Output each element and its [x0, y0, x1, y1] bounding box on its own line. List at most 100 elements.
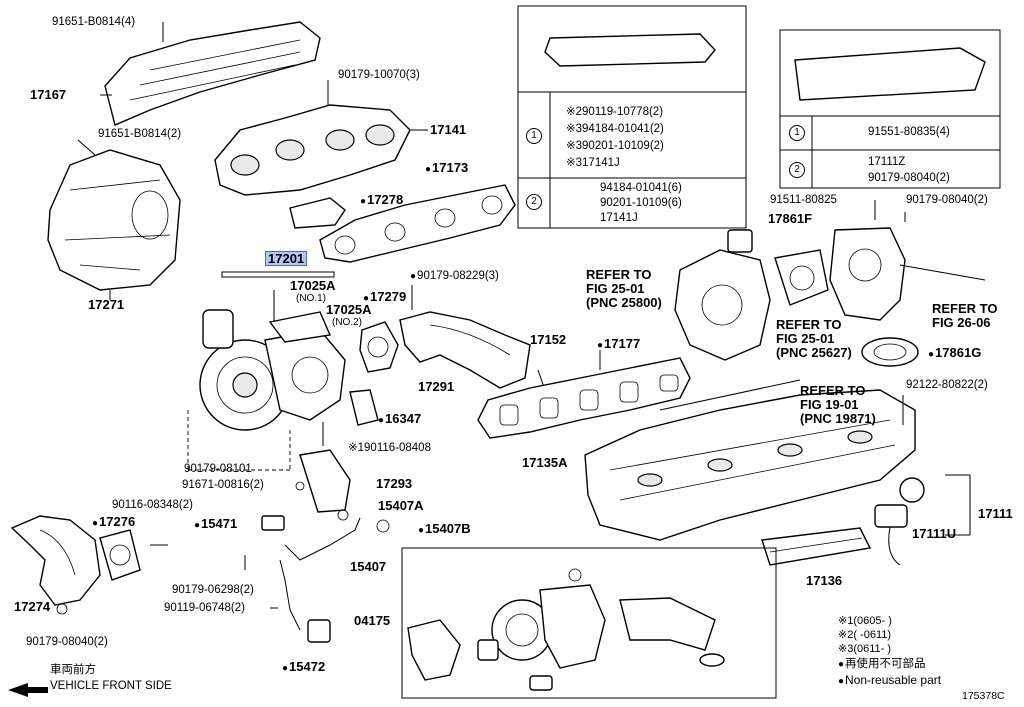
stay-17293	[299, 449, 351, 513]
table-left-row1-line: ※394184-01041(2)	[566, 123, 664, 135]
callout-91651-b0814-2: 91651-B0814(2)	[98, 128, 182, 140]
callout-17271: 17271	[88, 297, 125, 312]
refer-line: (PNC 25627)	[776, 345, 852, 360]
table-left-row1-line: ※290119-10778(2)	[566, 106, 664, 118]
table-left-row1-marker: 1	[526, 128, 542, 144]
gasket-16347	[349, 389, 379, 426]
refer-line: FIG 25-01	[586, 281, 645, 296]
callout-190116-08408: ※190116-08408	[348, 442, 431, 454]
refer-line: REFER TO	[776, 317, 842, 332]
table-right-row2-line: 90179-08040(2)	[868, 172, 950, 184]
vehicle-front-arrow	[8, 683, 48, 697]
intake-manifold-17135a	[584, 389, 916, 541]
callout-17201-highlighted[interactable]: 17201	[264, 251, 308, 266]
callout-91511-80825: 91511-80825	[770, 194, 837, 206]
refer-fig-26-06[interactable]: REFER TO FIG 26-06	[932, 302, 998, 330]
callout-90179-08101: 90179-08101	[184, 463, 252, 475]
callout-17152: 17152	[530, 332, 567, 347]
table-right-row1-marker: 1	[789, 125, 805, 141]
refer-line: REFER TO	[800, 383, 866, 398]
callout-17279: 17279	[363, 290, 406, 305]
callout-17025a-no2: 17025A	[326, 302, 372, 317]
callout-90119-06748: 90119-06748(2)	[164, 602, 245, 614]
callout-17135a: 17135A	[522, 455, 568, 470]
callout-17861f: 17861F	[768, 211, 813, 226]
callout-15472: 15472	[282, 660, 325, 675]
callout-17025a-no2-sub: (NO.2)	[332, 317, 362, 328]
gasket-17276	[99, 529, 141, 581]
table-left-row2: 94184-01041(6) 90201-10109(6) 17141J	[600, 181, 682, 226]
refer-line: REFER TO	[932, 301, 998, 316]
exhaust-pipe-17291	[399, 311, 531, 389]
heat-insulator-17271	[47, 149, 181, 291]
callout-17293: 17293	[376, 476, 413, 491]
legend-note-1: ※1(0605- )	[838, 615, 892, 627]
diagram-code: 175378C	[962, 690, 1005, 702]
refer-line: FIG 25-01	[776, 331, 835, 346]
callout-91671-00816: 91671-00816(2)	[182, 479, 264, 491]
gasket-17173	[319, 184, 516, 263]
table-left-row2-line: 90201-10109(6)	[600, 197, 682, 209]
gasket-17177	[477, 357, 691, 439]
table-right-row2: 17111Z 90179-08040(2)	[868, 154, 950, 186]
table-right-row2-line: 17111Z	[868, 156, 906, 168]
callout-15471: 15471	[194, 517, 237, 532]
callout-17274: 17274	[14, 599, 51, 614]
callout-17111u: 17111U	[912, 526, 957, 541]
refer-line: (PNC 25800)	[586, 295, 662, 310]
callout-17025a-no1-sub: (NO.1)	[296, 293, 326, 304]
gasket-17278	[289, 197, 346, 229]
refer-line: REFER TO	[586, 267, 652, 282]
table-left-row1-line: ※390201-10109(2)	[566, 140, 664, 152]
refer-fig-19-01[interactable]: REFER TO FIG 19-01 (PNC 19871)	[800, 384, 876, 426]
refer-fig-25-01-a[interactable]: REFER TO FIG 25-01 (PNC 25800)	[586, 268, 662, 310]
callout-15407a: 15407A	[378, 498, 424, 513]
legend-note-2: ※2( -0611)	[838, 629, 892, 641]
callout-90179-08040-right: 90179-08040(2)	[906, 194, 988, 206]
callout-16347: 16347	[378, 412, 421, 427]
egr-valve	[674, 249, 771, 361]
refer-line: (PNC 19871)	[800, 411, 876, 426]
sensor-17111u	[874, 504, 908, 528]
callout-90179-06298: 90179-06298(2)	[172, 584, 254, 596]
legend-non-reusable: Non-reusable part	[838, 674, 941, 688]
table-left-row2-marker: 2	[526, 194, 542, 210]
legend-note-3: ※3(0611- )	[838, 643, 892, 655]
exhaust-manifold-17141	[214, 104, 411, 196]
insulator-17136	[761, 527, 872, 566]
callout-17141: 17141	[430, 122, 467, 137]
callout-17861g: 17861G	[928, 346, 981, 361]
callout-17111: 17111	[978, 506, 1013, 521]
callout-92122-80822: 92122-80822(2)	[906, 379, 988, 391]
callout-91651-b0814-4: 91651-B0814(4)	[52, 16, 136, 28]
direction-en: VEHICLE FRONT SIDE	[50, 680, 172, 692]
direction-jp: 車両前方	[50, 664, 96, 676]
callout-15407b: 15407B	[418, 522, 471, 537]
table-left-row2-line: 17141J	[600, 212, 638, 224]
gasket-17861g	[861, 337, 919, 367]
callout-90179-08229: 90179-08229(3)	[410, 270, 499, 283]
oil-line-15407	[284, 517, 361, 561]
callout-90179-08040-left: 90179-08040(2)	[26, 636, 108, 648]
callout-17177: 17177	[597, 337, 640, 352]
table-left-row1: ※290119-10778(2) ※394184-01041(2) ※39020…	[566, 104, 664, 172]
heat-insulator-17167	[104, 21, 321, 126]
callout-17276: 17276	[92, 515, 135, 530]
callout-04175: 04175	[354, 613, 391, 628]
table-left-row2-line: 94184-01041(6)	[600, 182, 682, 194]
air-hose-17274	[10, 515, 101, 606]
callout-17136: 17136	[806, 573, 843, 588]
callout-90116-08348: 90116-08348(2)	[112, 499, 193, 511]
refer-fig-25-01-b[interactable]: REFER TO FIG 25-01 (PNC 25627)	[776, 318, 852, 360]
callout-17173: 17173	[425, 161, 468, 176]
table-right-row2-marker: 2	[789, 162, 805, 178]
legend-non-reusable-jp: 再使用不可部品	[838, 658, 926, 671]
egr-adapter-17861f	[829, 227, 906, 321]
legend-notes: ※1(0605- ) ※2( -0611) ※3(0611- )	[838, 614, 892, 656]
table-left-row1-line: ※317141J	[566, 157, 620, 169]
table-right-row1-line: 91551-80835(4)	[868, 126, 950, 138]
refer-line: FIG 26-06	[932, 315, 991, 330]
callout-17167: 17167	[30, 87, 67, 102]
